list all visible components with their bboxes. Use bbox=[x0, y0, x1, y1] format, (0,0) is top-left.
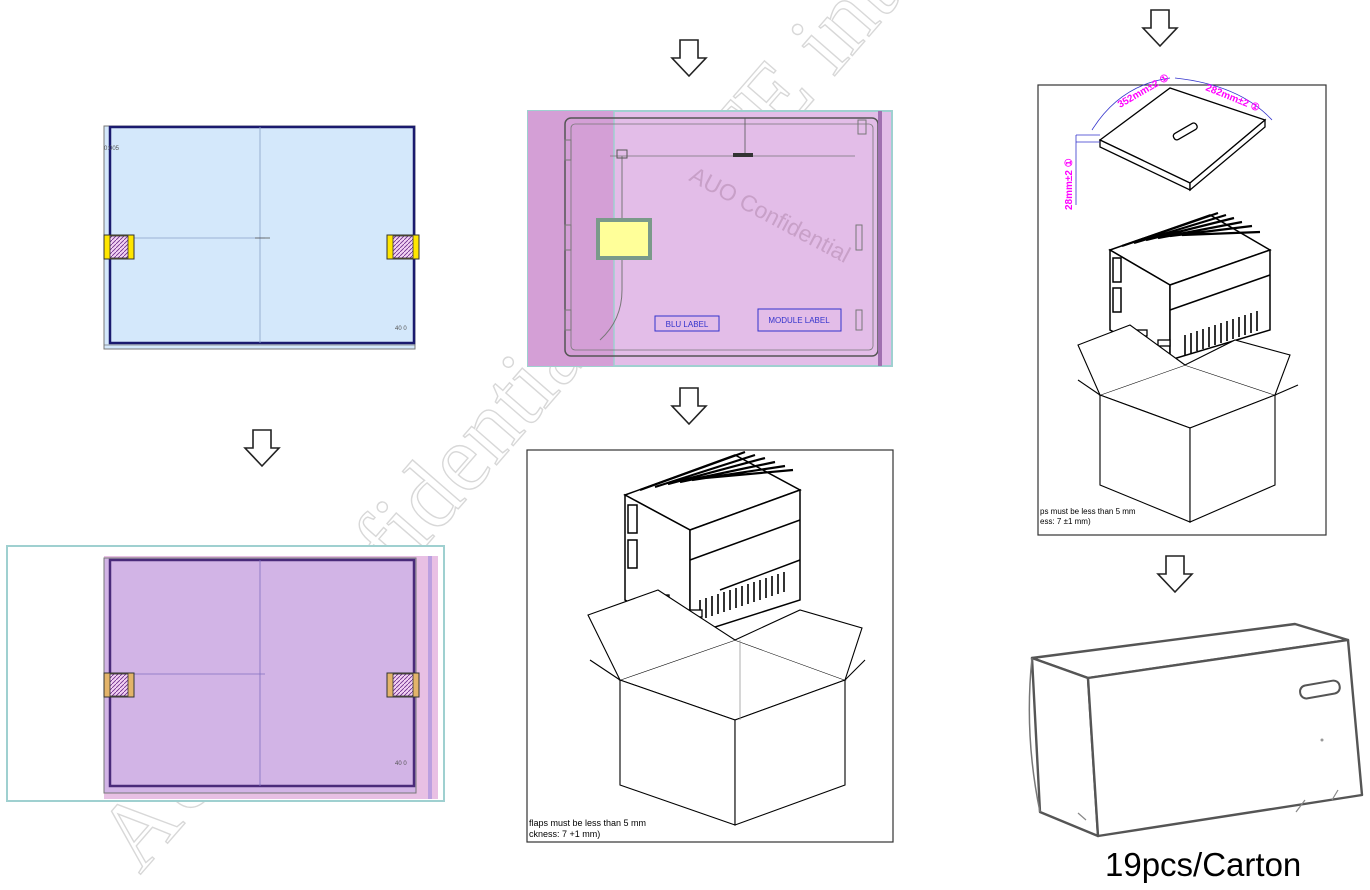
down-arrow-icon bbox=[244, 429, 280, 467]
down-arrow-icon bbox=[671, 387, 707, 425]
dim-height: 28mm±2 ① bbox=[1064, 158, 1075, 210]
carton-caption: 19pcs/Carton bbox=[1105, 846, 1302, 883]
module-with-pads: 0:005 40 0 bbox=[103, 125, 420, 350]
down-arrow-icon bbox=[1157, 555, 1193, 593]
panel5-note-line2: ess: 7 ±1 mm) bbox=[1040, 517, 1091, 526]
carton-with-lid: 352mm±2 ① 282mm±2 ① 28mm±2 ① bbox=[1037, 72, 1327, 536]
down-arrow-icon bbox=[1142, 9, 1178, 47]
blu-label: BLU LABEL bbox=[666, 320, 709, 329]
module-label: MODULE LABEL bbox=[768, 316, 830, 325]
closed-carton bbox=[1028, 622, 1364, 838]
panel3-note-line1: flaps must be less than 5 mm bbox=[529, 818, 646, 828]
panel3-note-line2: ckness: 7 +1 mm) bbox=[529, 829, 600, 839]
panel5-note-line1: ps must be less than 5 mm bbox=[1040, 507, 1136, 516]
module-back-view: BLU LABEL MODULE LABEL AUO Confidential bbox=[527, 110, 893, 367]
module-in-bag: 40 0 bbox=[6, 545, 445, 802]
down-arrow-icon bbox=[671, 39, 707, 77]
svg-text:40 0: 40 0 bbox=[395, 761, 407, 767]
svg-text:40 0: 40 0 bbox=[395, 326, 407, 332]
stack-into-carton: flaps must be less than 5 mm ckness: 7 +… bbox=[526, 449, 894, 843]
svg-text:0:005: 0:005 bbox=[104, 146, 120, 152]
